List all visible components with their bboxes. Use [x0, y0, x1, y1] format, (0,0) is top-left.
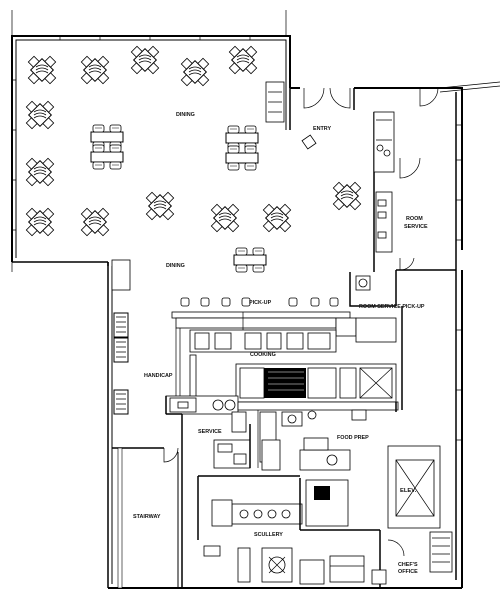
label-dining-mid: DINING	[166, 263, 185, 269]
label-entry: ENTRY	[313, 126, 331, 132]
label-stairway: STAIRWAY	[133, 514, 161, 520]
label-elevator: ELEV.	[400, 488, 417, 494]
label-scullery: SCULLERY	[254, 532, 283, 538]
label-chefs-office-line2: OFFICE	[398, 569, 418, 575]
food-prep-area	[261, 402, 397, 471]
scullery-area	[203, 478, 380, 585]
label-cooking: COOKING	[250, 352, 276, 358]
stairway	[112, 447, 183, 589]
label-handicap: HANDICAP	[144, 373, 173, 379]
label-food-prep: FOOD PREP	[337, 435, 369, 441]
interior-walls	[166, 306, 403, 540]
entry-doors	[301, 87, 439, 150]
label-chefs-office-line1: CHEF'S	[398, 562, 418, 568]
elevator-and-office	[371, 445, 453, 588]
room-service-area	[373, 111, 456, 272]
label-room-service-pickup: ROOM SERVICE PICK-UP	[359, 304, 425, 310]
dining-tables	[25, 45, 362, 273]
label-room-service-line1: ROOM	[406, 216, 423, 222]
label-service: SERVICE	[198, 429, 222, 435]
kitchen-walls	[171, 270, 397, 398]
cooking-line	[189, 312, 397, 406]
exterior-walls	[11, 10, 500, 589]
dining-partitions	[107, 81, 291, 266]
label-pick-up: PICK-UP	[249, 300, 272, 306]
wall-booths	[111, 259, 131, 415]
label-room-service-line2: SERVICE	[404, 224, 428, 230]
label-dining-top: DINING	[176, 112, 195, 118]
